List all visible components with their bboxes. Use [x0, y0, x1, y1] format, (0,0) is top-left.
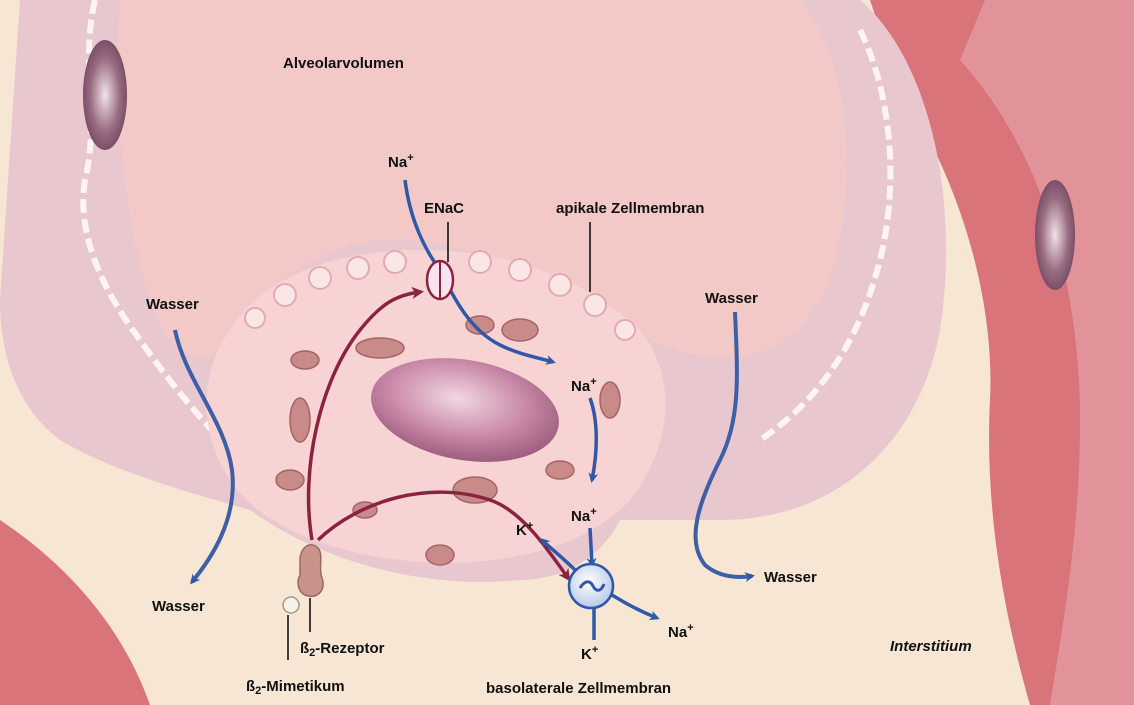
- tilde-circle-icon: [569, 564, 613, 608]
- red-blood-cell-left: [83, 40, 127, 150]
- basolateral-membrane-label: basolaterale Zellmembran: [486, 680, 671, 697]
- beta2-mimetic-label: ß2-Mimetikum: [246, 678, 345, 697]
- water-right-label: Wasser: [705, 290, 758, 307]
- interstitium-label: Interstitium: [890, 638, 972, 655]
- sodium-mid-label: Na+: [571, 376, 597, 395]
- sodium-arrow-to-pump: [590, 528, 592, 565]
- water-left-label: Wasser: [146, 296, 199, 313]
- water-bottom-right-label: Wasser: [764, 569, 817, 586]
- water-bottom-left-label: Wasser: [152, 598, 205, 615]
- sodium-out-label: Na+: [668, 622, 694, 641]
- red-blood-cell-right: [1035, 180, 1075, 290]
- potassium-bottom-label: K+: [581, 644, 598, 663]
- alveolar-volume-label: Alveolarvolumen: [283, 55, 404, 72]
- enac-label: ENaC: [424, 200, 464, 217]
- apical-membrane-label: apikale Zellmembran: [556, 200, 704, 217]
- sodium-top-label: Na+: [388, 152, 414, 171]
- sodium-lower-label: Na+: [571, 506, 597, 525]
- beta2-receptor-label: ß2-Rezeptor: [300, 640, 384, 659]
- potassium-left-label: K+: [516, 520, 533, 539]
- enac-channel-icon: [427, 261, 453, 299]
